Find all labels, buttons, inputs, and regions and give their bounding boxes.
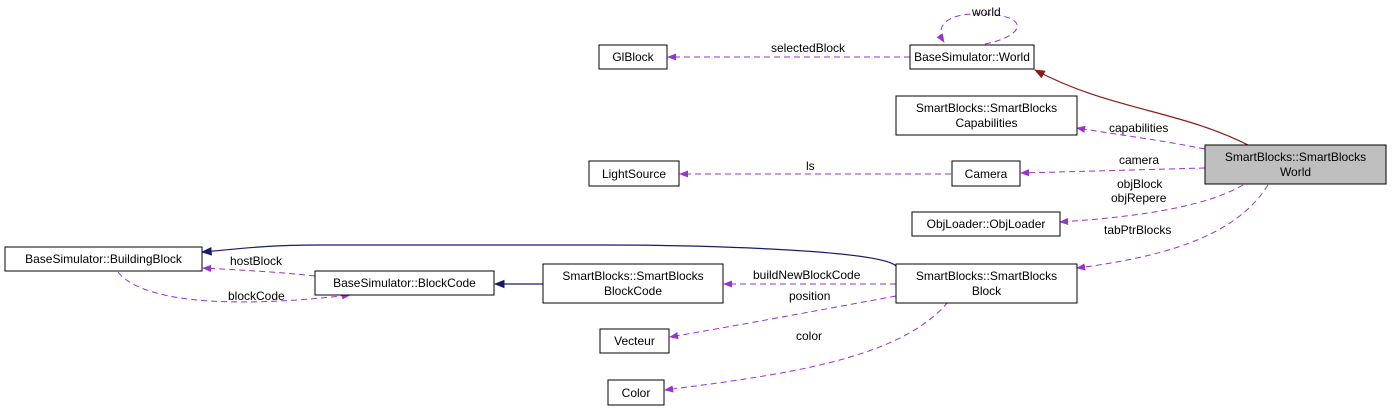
edge-label-camera: camera (1119, 153, 1159, 167)
edge-label-tabptrblocks: tabPtrBlocks (1104, 223, 1171, 237)
edge-position (669, 295, 897, 340)
node-smartblocks-block-line2: Block (972, 284, 1002, 298)
node-objloader-label: ObjLoader::ObjLoader (927, 217, 1046, 231)
edge-label-world: world (971, 5, 1001, 19)
edge-label-selectedblock: selectedBlock (771, 41, 846, 55)
edge-hostblock (202, 264, 316, 277)
node-smartblocks-capabilities[interactable]: SmartBlocks::SmartBlocks Capabilities (895, 95, 1078, 136)
node-smartblocks-capabilities-line1: SmartBlocks::SmartBlocks (916, 101, 1057, 115)
node-smartblocks-blockcode[interactable]: SmartBlocks::SmartBlocks BlockCode (542, 263, 724, 304)
node-smartblocks-capabilities-line2: Capabilities (955, 116, 1017, 130)
edge-label-position: position (789, 289, 830, 303)
node-smartblocks-block[interactable]: SmartBlocks::SmartBlocks Block (895, 263, 1078, 304)
node-color[interactable]: Color (607, 379, 665, 406)
edge-blockcode (117, 271, 351, 303)
node-basesimulator-world[interactable]: BaseSimulator::World (909, 44, 1035, 70)
edge-objloader (1059, 184, 1244, 226)
node-smartblocks-world-line2: World (1280, 165, 1311, 179)
node-glblock-label: GlBlock (612, 50, 654, 64)
edge-capabilities (1076, 125, 1206, 150)
node-buildingblock-label: BaseSimulator::BuildingBlock (25, 252, 183, 266)
node-vecteur[interactable]: Vecteur (599, 328, 670, 354)
edge-inherit-world (1034, 69, 1251, 147)
node-basesimulator-world-label: BaseSimulator::World (914, 50, 1030, 64)
node-smartblocks-world-line1: SmartBlocks::SmartBlocks (1225, 150, 1366, 164)
node-buildingblock[interactable]: BaseSimulator::BuildingBlock (4, 246, 203, 272)
node-color-label: Color (622, 386, 651, 400)
node-blockcode[interactable]: BaseSimulator::BlockCode (314, 270, 495, 296)
node-glblock[interactable]: GlBlock (598, 44, 668, 70)
node-smartblocks-block-line1: SmartBlocks::SmartBlocks (916, 269, 1057, 283)
edge-label-ls: ls (806, 159, 815, 173)
edge-label-hostblock: hostBlock (230, 254, 283, 268)
node-camera-label: Camera (965, 167, 1008, 181)
node-lightsource-label: LightSource (602, 167, 666, 181)
edge-label-blockcode: blockCode (228, 289, 285, 303)
node-camera[interactable]: Camera (951, 160, 1021, 187)
edge-label-objrepere: objRepere (1111, 191, 1167, 205)
node-objloader[interactable]: ObjLoader::ObjLoader (911, 211, 1061, 237)
edge-label-objblock: objBlock (1117, 177, 1163, 191)
edge-label-capabilities: capabilities (1109, 121, 1168, 135)
edge-label-buildnewblockcode: buildNewBlockCode (753, 268, 861, 282)
edge-color (664, 301, 949, 393)
edge-inherit-buildingblock (200, 244, 897, 267)
edge-label-color: color (796, 329, 822, 343)
node-vecteur-label: Vecteur (614, 334, 655, 348)
node-lightsource[interactable]: LightSource (588, 160, 680, 187)
node-smartblocks-blockcode-line2: BlockCode (604, 284, 662, 298)
edge-world-self (936, 13, 1018, 45)
node-smartblocks-world[interactable]: SmartBlocks::SmartBlocks World (1204, 144, 1387, 185)
node-smartblocks-blockcode-line1: SmartBlocks::SmartBlocks (562, 269, 703, 283)
node-blockcode-label: BaseSimulator::BlockCode (333, 276, 476, 290)
edge-camera (1020, 167, 1206, 177)
